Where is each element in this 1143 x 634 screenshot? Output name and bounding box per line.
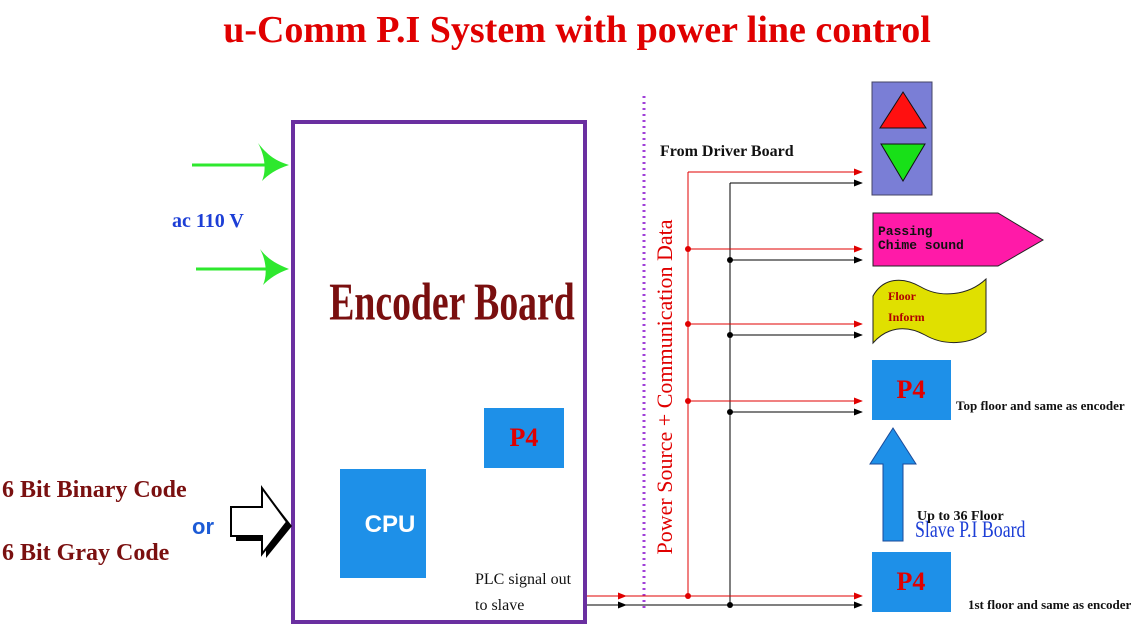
ac-input-arrow-top bbox=[192, 143, 289, 181]
top-floor-p4-label: P4 bbox=[897, 375, 926, 404]
or-label: or bbox=[192, 514, 214, 539]
encoder-board bbox=[291, 120, 587, 624]
slave-up-arrow bbox=[869, 427, 917, 542]
floor-label-line2: Inform bbox=[888, 310, 925, 324]
cpu-label: CPU bbox=[365, 511, 416, 538]
top-floor-note: Top floor and same as encoder bbox=[956, 398, 1125, 413]
ac-voltage-label: ac 110 V bbox=[172, 210, 244, 232]
first-floor-p4-board bbox=[872, 552, 951, 612]
slave-board-title: Slave P.I Board bbox=[915, 518, 1026, 543]
floor-label-line1: Floor bbox=[888, 289, 917, 303]
gray-code-label: 6 Bit Gray Code bbox=[2, 540, 170, 566]
first-floor-p4-label: P4 bbox=[897, 567, 926, 596]
slave-board-subtitle: Up to 36 Floor bbox=[917, 509, 1004, 524]
encoder-p4-chip bbox=[484, 408, 564, 468]
bus-vertical-label: Power Source + Communication Data bbox=[652, 219, 677, 554]
first-floor-note: 1st floor and same as encoder bbox=[968, 597, 1132, 612]
code-input-arrow bbox=[230, 484, 292, 558]
down-arrow-icon bbox=[880, 143, 926, 182]
chime-label-line2: Chime sound bbox=[878, 238, 964, 253]
encoder-board-label: Encoder Board bbox=[329, 272, 575, 331]
cpu-chip bbox=[340, 469, 426, 578]
binary-code-label: 6 Bit Binary Code bbox=[2, 477, 187, 503]
passing-chime-device: Passing Chime sound bbox=[872, 212, 1044, 267]
driver-board-label: From Driver Board bbox=[660, 143, 794, 160]
plc-signal-label: PLC signal out bbox=[475, 571, 572, 588]
chime-label-line1: Passing bbox=[878, 224, 933, 239]
ac-input-arrow-bottom bbox=[196, 249, 289, 285]
encoder-p4-label: P4 bbox=[510, 423, 539, 452]
bus-wiring bbox=[587, 168, 863, 609]
top-floor-p4-board bbox=[872, 360, 951, 420]
diagram-title: u-Comm P.I System with power line contro… bbox=[223, 9, 931, 51]
direction-indicator bbox=[871, 81, 933, 196]
up-arrow-icon bbox=[879, 91, 927, 129]
plc-slave-label: to slave bbox=[475, 597, 524, 614]
floor-inform-device: Floor Inform bbox=[872, 277, 987, 345]
